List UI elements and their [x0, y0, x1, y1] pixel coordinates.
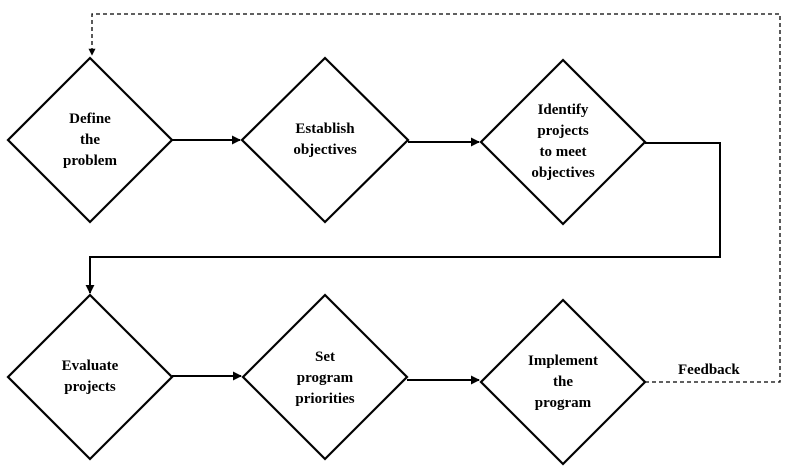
- diamond-define-problem: [6, 56, 174, 224]
- diamond-identify-projects: [479, 58, 647, 226]
- step-define-problem-label: Define the problem: [63, 110, 117, 169]
- arrow-identify-to-evaluate: [85, 142, 721, 294]
- diamond-set-priorities: [241, 293, 409, 461]
- diamond-implement-program: [479, 298, 647, 466]
- feedback-label: Feedback: [678, 362, 740, 378]
- step-establish-objectives-label: Establish objectives: [293, 121, 357, 158]
- step-set-priorities-label: Set program priorities: [295, 348, 355, 407]
- step-implement-program-label: Implement the program: [528, 352, 598, 411]
- feedback-loop-line: [88, 13, 781, 383]
- diamond-establish-objectives: [240, 56, 410, 224]
- diamond-evaluate-projects: [6, 293, 174, 461]
- step-evaluate-projects-label: Evaluate projects: [61, 358, 119, 395]
- step-identify-projects-label: Identify projects to meet objectives: [531, 102, 595, 181]
